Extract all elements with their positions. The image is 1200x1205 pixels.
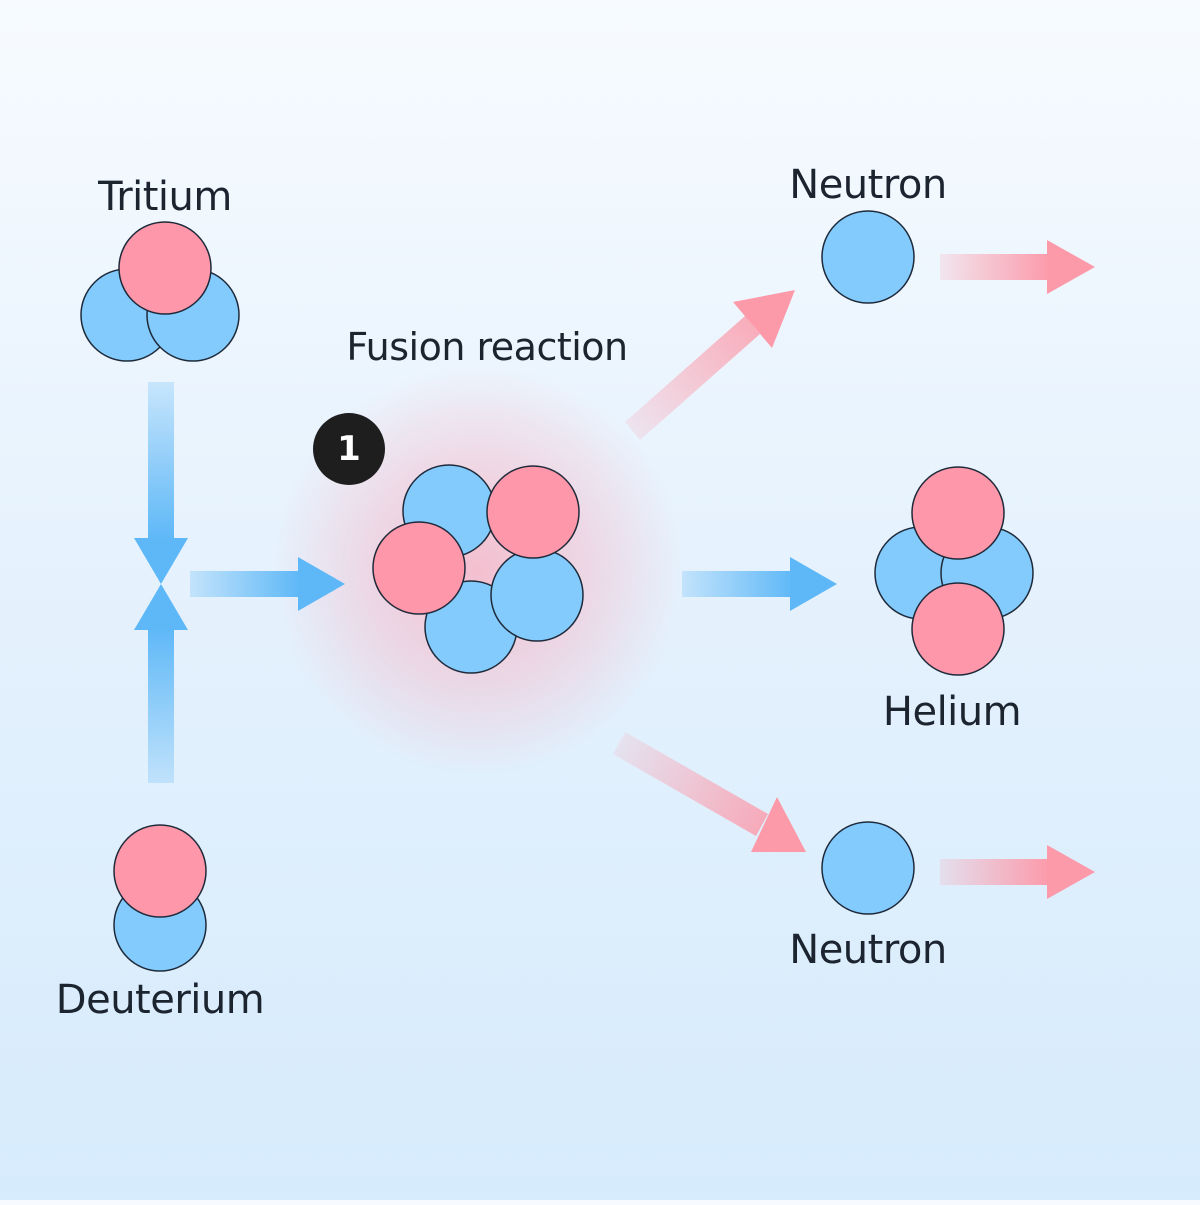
to-neutron-bottom-arrow	[613, 732, 806, 852]
neutron-bottom-exit-arrow	[940, 845, 1095, 899]
deuterium-nucleus	[113, 824, 207, 972]
tritium-label: Tritium	[98, 174, 232, 220]
to-fusion-arrow	[190, 557, 345, 611]
step-number-badge: 1	[313, 413, 385, 485]
fusion-proton-1	[486, 465, 580, 559]
helium-proton-1	[911, 466, 1005, 560]
to-neutron-top-arrow	[625, 290, 795, 440]
helium-nucleus	[874, 466, 1034, 676]
deuterium-proton	[113, 824, 207, 918]
tritium-nucleus	[80, 221, 240, 362]
neutron-bottom-particle	[821, 821, 915, 915]
neutron-top-exit-arrow	[940, 240, 1095, 294]
to-helium-arrow	[682, 557, 837, 611]
fusion-cluster	[372, 464, 584, 674]
neutron-top-label: Neutron	[789, 162, 947, 208]
neutron-bottom-label: Neutron	[789, 927, 947, 973]
fusion-neutron-3	[490, 548, 584, 642]
tritium-down-arrow	[134, 382, 188, 584]
tritium-proton	[118, 221, 212, 315]
helium-label: Helium	[882, 689, 1022, 735]
fusion-reaction-label: Fusion reaction	[346, 325, 628, 369]
neutron-top-particle	[821, 210, 915, 304]
fusion-proton-2	[372, 521, 466, 615]
helium-proton-2	[911, 582, 1005, 676]
deuterium-up-arrow	[134, 584, 188, 783]
deuterium-label: Deuterium	[55, 977, 265, 1023]
